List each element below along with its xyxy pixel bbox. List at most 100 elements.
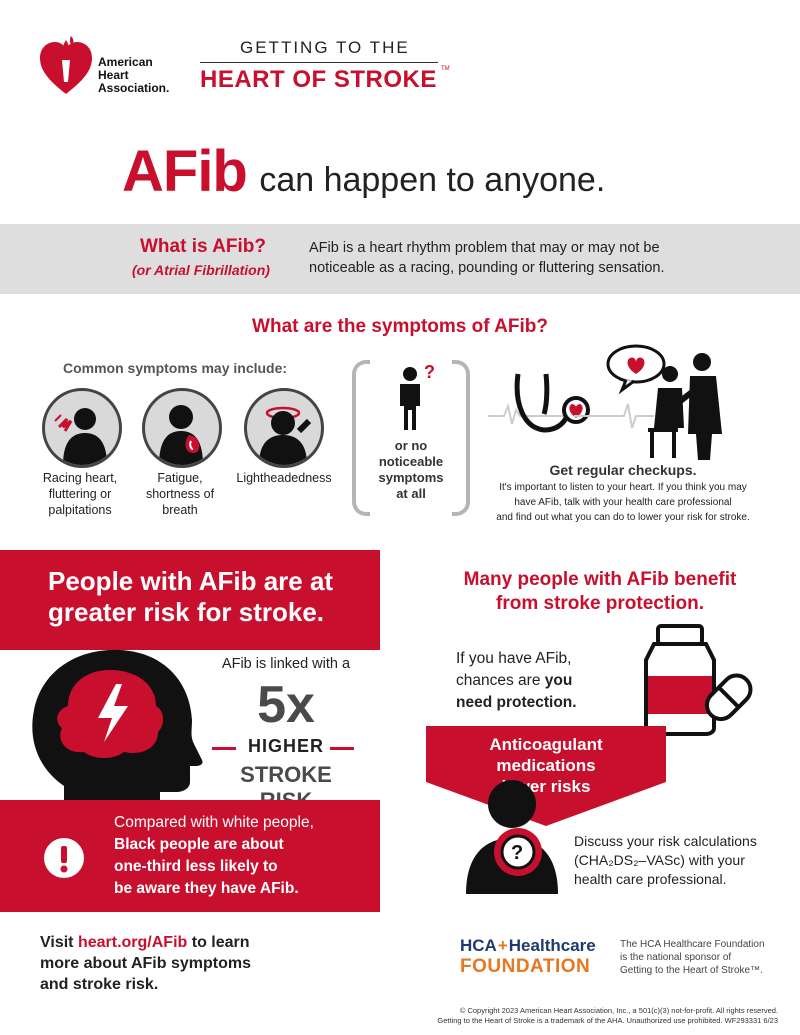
- head-brain-icon: [32, 649, 203, 814]
- heart-torch-logo-icon: [40, 36, 92, 94]
- page-headline: AFib can happen to anyone.: [122, 138, 742, 208]
- risk-title-l1: People with AFib are at: [48, 566, 334, 596]
- what-is-description: AFib is a heart rhythm problem that may …: [309, 238, 739, 278]
- campaign-rule: [200, 62, 438, 63]
- symptoms-intro: Common symptoms may include:: [63, 360, 288, 376]
- logo-text: American Heart Association.: [98, 56, 178, 95]
- discuss-text: Discuss your risk calculations (CHA₂DS₂–…: [574, 832, 794, 889]
- what-is-title: What is AFib?: [140, 236, 266, 257]
- no-symptoms-group: ? or no noticeable symptoms at all: [352, 360, 470, 516]
- sponsor-l3: Getting to the Heart of Stroke™.: [620, 965, 763, 976]
- risk-title: People with AFib are at greater risk for…: [48, 566, 333, 628]
- risk-dash-right: [330, 747, 354, 750]
- hca-word: HCA: [460, 936, 497, 955]
- sponsor-l1: The HCA Healthcare Foundation: [620, 939, 765, 950]
- arrow-l2: medications: [496, 756, 596, 775]
- checkups-block: Get regular checkups. It's important to …: [458, 462, 788, 525]
- protection-if: If you have AFib, chances are you need p…: [456, 648, 626, 714]
- symptom-lightheaded-label: Lightheadedness: [236, 471, 332, 485]
- protection-title-l2: from stroke protection.: [496, 593, 704, 614]
- protection-if-l2-bold: you: [544, 672, 573, 689]
- visit-l3: and stroke risk.: [40, 976, 159, 993]
- checkups-l1: It's important to listen to your heart. …: [499, 482, 747, 493]
- visit-pre: Visit: [40, 934, 78, 951]
- hca-foundation: FOUNDATION: [460, 956, 591, 977]
- anticoagulant-arrow: [426, 726, 666, 826]
- protection-if-l3: need protection.: [456, 694, 577, 711]
- aha-logo[interactable]: American Heart Association.: [38, 34, 178, 98]
- risk-higher-row: HIGHER: [196, 736, 376, 760]
- copyright-l2: Getting to the Heart of Stroke is a trad…: [437, 1016, 778, 1025]
- svg-text:?: ?: [424, 362, 435, 382]
- exclamation-icon: [60, 846, 68, 873]
- what-is-desc-line2: noticeable as a racing, pounding or flut…: [309, 260, 665, 276]
- no-symptoms-l2: noticeable: [378, 454, 444, 469]
- risk-dash-left: [212, 747, 236, 750]
- no-symptoms-l4: at all: [396, 486, 426, 501]
- protection-if-l2: chances are you: [456, 670, 626, 692]
- risk-stroke: STROKE: [240, 762, 332, 787]
- checkups-title: Get regular checkups.: [549, 462, 697, 478]
- awareness-box: Compared with white people, Black people…: [0, 800, 380, 912]
- awareness-l4: be aware they have AFib.: [114, 880, 299, 897]
- sponsor-text: The HCA Healthcare Foundation is the nat…: [620, 938, 790, 977]
- symptom-racing-l1: Racing heart,: [42, 471, 118, 485]
- awareness-l1: Compared with white people,: [114, 814, 314, 831]
- no-symptoms-l3: symptoms: [378, 470, 444, 485]
- risk-linked: AFib is linked with a: [221, 656, 351, 672]
- fatigue-icon: [159, 405, 203, 465]
- campaign-line2: HEART OF STROKE: [200, 66, 437, 93]
- healthcare-word: Healthcare: [508, 936, 596, 955]
- checkups-text: It's important to listen to your heart. …: [458, 480, 788, 525]
- person-question-icon: ?: [466, 780, 558, 894]
- symptom-fatigue-label: Fatigue, shortness of breath: [130, 470, 230, 518]
- symptoms-title: What are the symptoms of AFib?: [252, 316, 548, 337]
- left-bracket: [352, 360, 370, 516]
- question-person-icon: ?: [400, 362, 435, 430]
- visit-link[interactable]: heart.org/AFib: [77, 934, 188, 951]
- svg-text:?: ?: [511, 842, 523, 864]
- copyright-l1: © Copyright 2023 American Heart Associat…: [459, 1006, 778, 1015]
- discuss-l1: Discuss your risk calculations: [574, 833, 757, 849]
- risk-multiplier: 5x: [257, 676, 315, 734]
- awareness-l2: Black people are about: [114, 836, 284, 853]
- hca-top-row: HCA+Healthcare: [460, 936, 616, 956]
- risk-higher: HIGHER: [247, 736, 324, 756]
- arrow-l1: Anticoagulant: [489, 735, 603, 754]
- discuss-l2: (CHA₂DS₂–VASc) with your: [574, 852, 745, 868]
- what-is-band: What is AFib? (or Atrial Fibrillation) A…: [0, 224, 800, 294]
- campaign-line1: GETTING TO THE: [240, 38, 410, 57]
- doctor-patient-icon: [606, 344, 722, 460]
- protection-if-l2-pre: chances are: [456, 672, 545, 689]
- plus-icon: +: [497, 936, 508, 955]
- symptom-fatigue-l3: breath: [162, 503, 198, 517]
- fatigue-circle: [142, 388, 222, 468]
- what-is-desc-line1: AFib is a heart rhythm problem that may …: [309, 240, 660, 256]
- no-symptoms-text: or no noticeable symptoms at all: [360, 438, 462, 502]
- exclamation-circle: [44, 838, 84, 878]
- stethoscope-icon: [488, 373, 654, 433]
- checkups-illustration: [488, 344, 722, 460]
- visit-text: Visit heart.org/AFib to learn more about…: [40, 932, 330, 995]
- visit-post: to learn: [187, 934, 250, 951]
- symptom-fatigue-l1: Fatigue,: [157, 471, 203, 485]
- logo-org-name: American Heart Association.: [98, 55, 170, 95]
- sponsor-l2: is the national sponsor of: [620, 952, 732, 963]
- protection-title: Many people with AFib benefit from strok…: [400, 568, 800, 616]
- visit-l1: Visit heart.org/AFib to learn: [40, 932, 330, 953]
- risk-title-box: People with AFib are at greater risk for…: [0, 550, 380, 650]
- risk-stat: AFib is linked with a 5x HIGHER STROKE R…: [196, 656, 376, 814]
- symptom-racing-l2: fluttering or: [48, 487, 112, 501]
- protection-if-l1: If you have AFib,: [456, 650, 572, 667]
- symptom-fatigue-l2: shortness of: [145, 487, 215, 501]
- protection-title-l1: Many people with AFib benefit: [463, 569, 737, 590]
- no-symptoms-l1: or no: [394, 438, 428, 453]
- symptom-racing-label: Racing heart, fluttering or palpitations: [30, 470, 130, 518]
- visit-l2: more about AFib symptoms: [40, 955, 251, 972]
- campaign-tm: TM: [441, 66, 450, 72]
- right-bracket: [452, 360, 470, 516]
- pill-bottle-icon: [644, 624, 753, 736]
- lightheaded-icon: [259, 406, 312, 465]
- campaign-logo: GETTING TO THE HEART OF STROKE TM: [200, 38, 460, 98]
- symptom-racing-l3: palpitations: [48, 503, 112, 517]
